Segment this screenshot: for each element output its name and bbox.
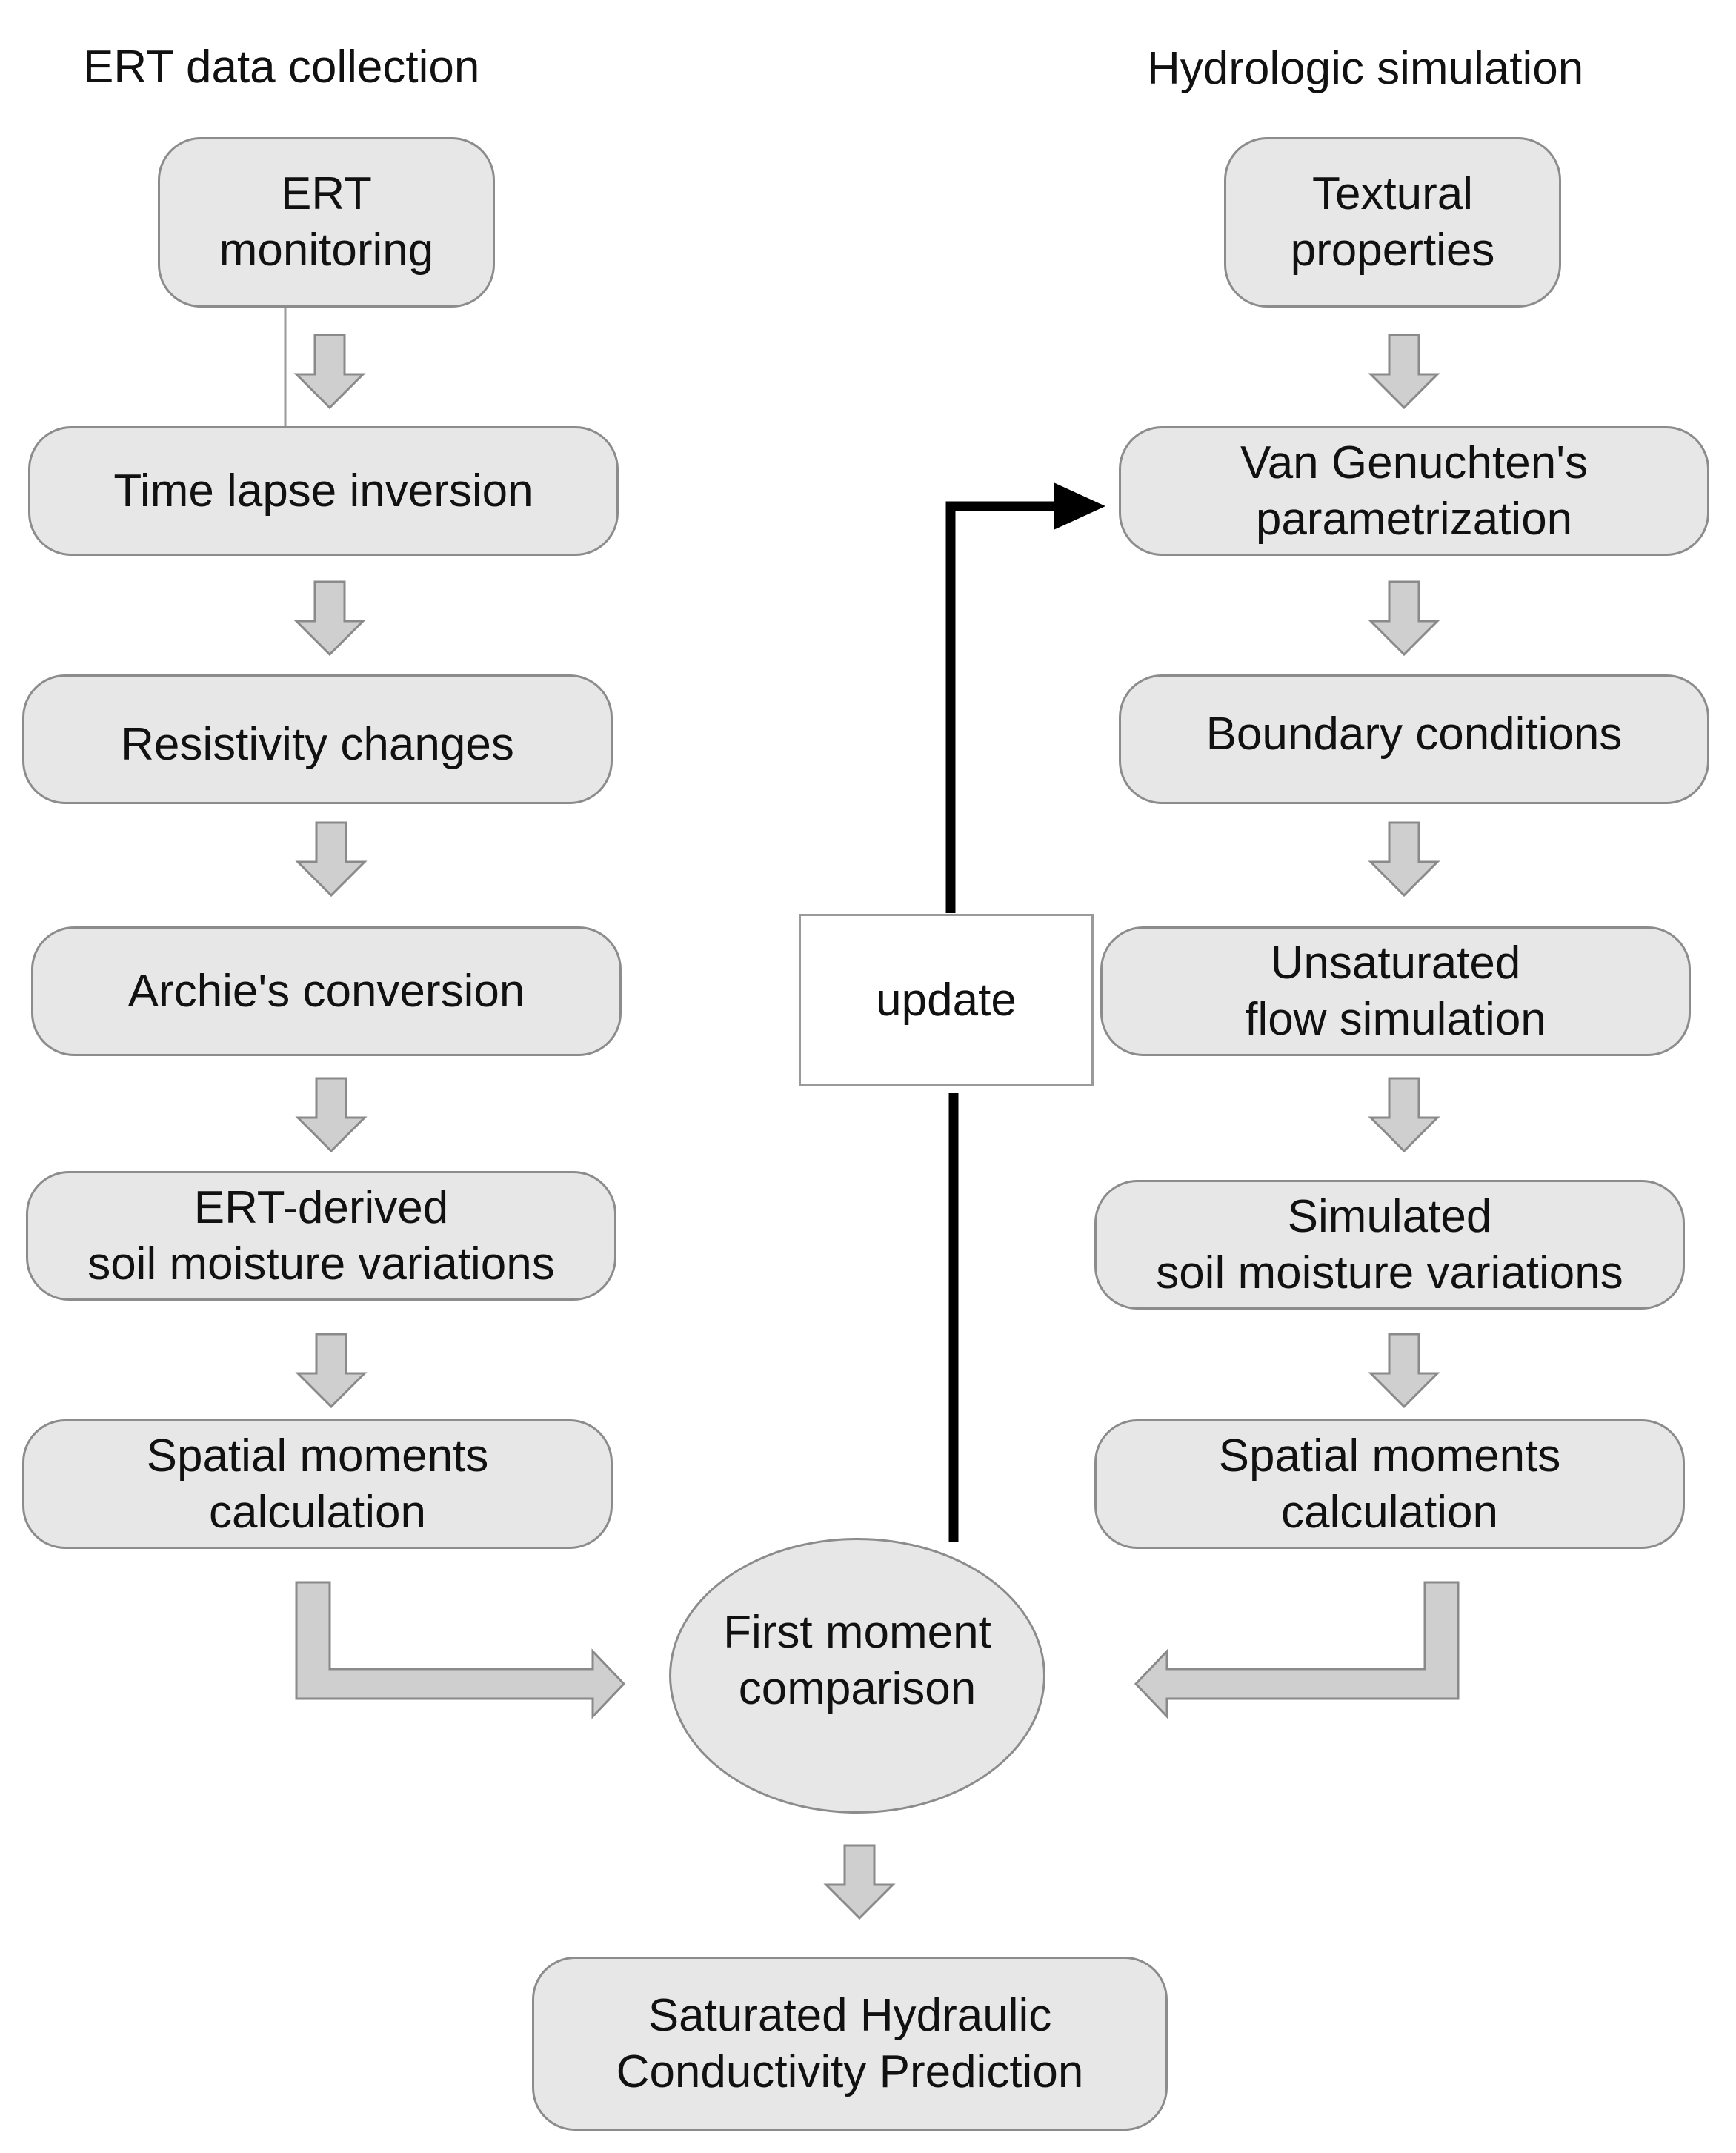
unsaturated-flow-box: Unsaturated flow simulation: [1100, 926, 1691, 1056]
feedback-arrowhead: [1054, 482, 1105, 530]
down-arrow: [295, 821, 368, 898]
time-lapse-inversion-box: Time lapse inversion: [28, 426, 619, 556]
archies-conversion-box: Archie's conversion: [31, 926, 622, 1056]
right-column-heading: Hydrologic simulation: [1147, 43, 1584, 94]
down-arrow: [1368, 580, 1440, 657]
box-label: Van Genuchten's: [1240, 437, 1589, 488]
resistivity-changes-box: Resistivity changes: [22, 674, 613, 804]
down-arrow: [295, 1333, 368, 1409]
ellipse-label: First moment: [723, 1607, 991, 1659]
ert-monitoring-box: ERT monitoring: [158, 137, 495, 308]
box-label: Simulated: [1287, 1190, 1492, 1242]
boundary-conditions-box: Boundary conditions: [1119, 674, 1709, 804]
box-label: Spatial moments: [146, 1430, 489, 1482]
textural-properties-box: Textural properties: [1224, 137, 1561, 308]
ert-derived-soil-moisture-box: ERT-derived soil moisture variations: [26, 1171, 616, 1301]
down-arrow: [293, 334, 366, 410]
box-label: Unsaturated: [1270, 937, 1521, 989]
box-label: Saturated Hydraulic: [648, 1989, 1052, 2041]
box-label: Resistivity changes: [121, 718, 514, 770]
down-arrow: [1368, 1333, 1440, 1409]
box-label: parametrization: [1255, 493, 1573, 545]
box-label: properties: [1290, 225, 1495, 276]
box-label: Archie's conversion: [127, 965, 525, 1017]
right-spatial-moments-box: Spatial moments calculation: [1094, 1419, 1685, 1549]
down-arrow: [1368, 821, 1440, 898]
ellipse-label: comparison: [738, 1663, 977, 1714]
down-arrow: [293, 580, 366, 657]
update-label: update: [876, 974, 1017, 1026]
saturated-hydraulic-conductivity-box: Saturated Hydraulic Conductivity Predict…: [532, 1957, 1168, 2131]
box-label: Boundary conditions: [1205, 708, 1623, 760]
left-column-heading: ERT data collection: [83, 42, 480, 93]
down-arrow: [1368, 1077, 1440, 1153]
box-label: soil moisture variations: [87, 1238, 555, 1290]
van-genuchten-box: Van Genuchten's parametrization: [1119, 426, 1709, 556]
box-label: calculation: [1281, 1486, 1498, 1538]
elbow-arrow-left: [295, 1581, 626, 1719]
down-arrow: [823, 1844, 896, 1920]
elbow-arrow-right: [1134, 1581, 1460, 1719]
update-box: update: [799, 914, 1094, 1086]
box-label: Conductivity Prediction: [616, 2046, 1084, 2097]
feedback-line-upper: [945, 501, 1058, 913]
down-arrow: [295, 1077, 368, 1153]
box-label: ERT-derived: [193, 1181, 449, 1233]
box-label: Textural: [1311, 168, 1474, 220]
box-label: flow simulation: [1245, 993, 1546, 1045]
down-arrow: [1368, 334, 1440, 410]
simulated-soil-moisture-box: Simulated soil moisture variations: [1094, 1180, 1685, 1310]
first-moment-comparison-ellipse: First moment comparison: [669, 1538, 1045, 1814]
left-spatial-moments-box: Spatial moments calculation: [22, 1419, 613, 1549]
box-label: monitoring: [219, 225, 434, 276]
box-label: calculation: [209, 1486, 426, 1538]
box-label: Spatial moments: [1218, 1430, 1561, 1482]
box-label: ERT: [281, 168, 372, 220]
box-label: Time lapse inversion: [113, 465, 533, 517]
box-label: soil moisture variations: [1156, 1247, 1623, 1298]
